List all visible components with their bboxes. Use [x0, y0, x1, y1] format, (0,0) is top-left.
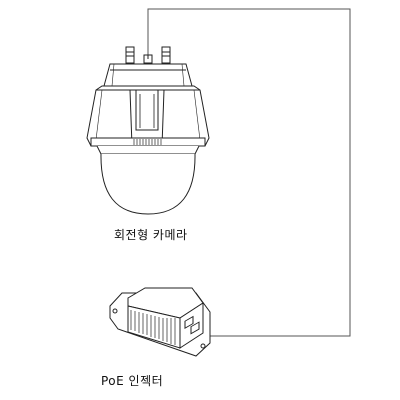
camera-label: 회전형 카메라 [114, 228, 188, 242]
camera-lower-band [90, 137, 206, 147]
poe-injector-device [109, 287, 211, 357]
network-cable [147, 8, 351, 337]
ethernet-port-out [190, 321, 200, 335]
camera-vent-slots [133, 139, 162, 145]
camera-dome [100, 153, 196, 215]
flange-screw [200, 343, 206, 349]
camera-connectors [125, 46, 171, 64]
camera-top-cap [103, 63, 193, 87]
injector-end-face [179, 302, 204, 349]
injector-ribs [130, 310, 176, 345]
ptz-dome-camera [86, 46, 210, 215]
camera-skirt [96, 145, 200, 155]
ethernet-port-in [184, 315, 194, 329]
injector-label: PoE 인젝터 [101, 374, 164, 388]
flange-screw [112, 308, 118, 314]
camera-center-panel [129, 89, 165, 147]
